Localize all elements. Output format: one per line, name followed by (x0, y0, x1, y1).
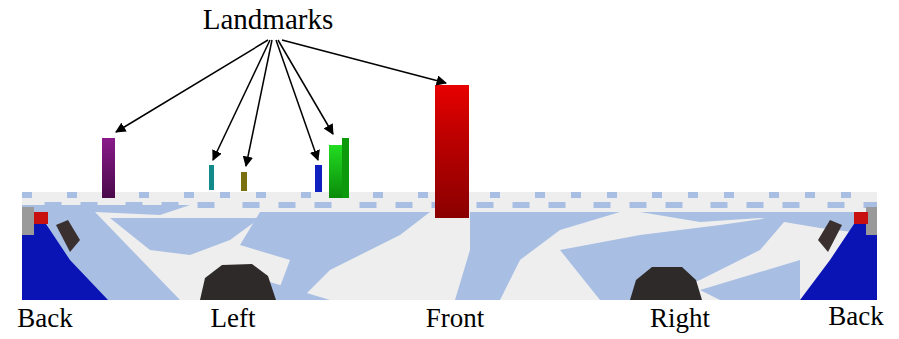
horizon-dash (220, 192, 230, 198)
right-vehicle-part (818, 220, 842, 252)
right-vehicle-part (854, 212, 868, 224)
landmark-pillar (435, 85, 469, 218)
left-vehicle-part (22, 207, 34, 235)
horizon-dash (67, 192, 77, 198)
horizon-dash (315, 202, 332, 208)
horizon-dash (724, 192, 734, 198)
horizon-dash (747, 202, 764, 208)
horizon-dash (652, 192, 662, 198)
horizon-dash (279, 202, 296, 208)
heading-label: Landmarks (203, 5, 333, 34)
horizon-dash (535, 192, 545, 198)
horizon-dash (256, 192, 266, 198)
horizon-dash (373, 192, 383, 198)
left-vehicle (22, 215, 108, 300)
horizon-dash (828, 202, 845, 208)
landmark-pillar (241, 172, 247, 191)
horizon-dash (594, 202, 611, 208)
direction-label: Back (17, 305, 72, 332)
horizon-dash (477, 202, 494, 208)
horizon-dash (571, 192, 581, 198)
horizon-dash (301, 192, 311, 198)
leader-arrows (116, 40, 446, 166)
horizon-dash (666, 202, 683, 208)
horizon-dash (396, 202, 413, 208)
landmark-pillar (102, 138, 115, 198)
horizon-dash (184, 192, 194, 198)
horizon-dash (418, 192, 428, 198)
horizon-dash (711, 202, 728, 208)
direction-label: Left (211, 305, 256, 332)
left-vehicle-part (34, 212, 48, 224)
direction-label: Front (426, 305, 485, 332)
right-vehicle (800, 215, 877, 300)
horizon-dash (841, 192, 851, 198)
direction-label: Back (828, 303, 883, 330)
horizon-dash (783, 202, 800, 208)
right-wheel (630, 267, 702, 300)
horizon-dash (607, 192, 617, 198)
left-wheel (200, 264, 276, 300)
horizon-dash (360, 202, 377, 208)
horizon-dash (549, 202, 566, 208)
horizon-dash (688, 192, 698, 198)
left-vehicle-part (56, 220, 80, 252)
direction-label: Right (650, 305, 710, 332)
horizon-dash (769, 192, 779, 198)
horizon-dash (198, 202, 215, 208)
horizon-dash (243, 202, 260, 208)
landmark-pillar (329, 145, 342, 198)
horizon-dash (139, 192, 149, 198)
landmark-pillar (209, 165, 214, 190)
horizon-dash (490, 192, 500, 198)
horizon-dash (22, 192, 32, 198)
horizon-dash (513, 202, 530, 208)
ice-regions (22, 205, 877, 300)
horizon-dash (630, 202, 647, 208)
horizon-dash (805, 192, 815, 198)
landmark-pillar (315, 165, 322, 192)
landmark-pillar (342, 138, 349, 198)
